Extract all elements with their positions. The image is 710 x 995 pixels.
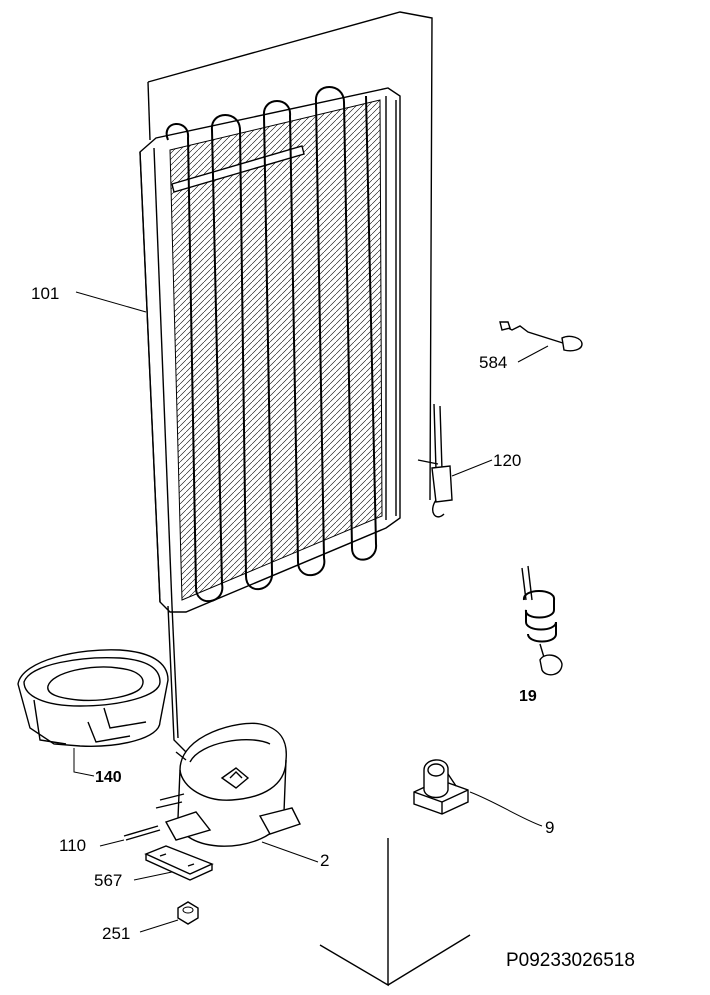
label-9-text: 9 xyxy=(545,818,554,837)
thermostat-120: 120 xyxy=(417,403,521,518)
condenser xyxy=(139,86,401,753)
bracket-567: 567 xyxy=(94,845,214,890)
tube-110: 110 xyxy=(59,825,161,855)
label-110-text: 110 xyxy=(59,836,86,855)
label-140-text: 140 xyxy=(95,769,122,786)
label-2-text: 2 xyxy=(320,851,329,870)
cabinet-outline xyxy=(147,11,471,987)
heater-19: 19 xyxy=(519,565,563,705)
clip-9: 9 xyxy=(413,759,554,837)
compressor-2: 2 xyxy=(155,722,329,870)
label-101: 101 xyxy=(31,284,147,313)
label-19-text: 19 xyxy=(519,688,537,705)
drip-tray-140: 140 xyxy=(17,649,169,786)
diagram-code: P09233026518 xyxy=(506,950,635,971)
label-101-text: 101 xyxy=(31,284,59,303)
label-120-text: 120 xyxy=(493,451,521,470)
label-251-text: 251 xyxy=(102,924,130,943)
nut-251: 251 xyxy=(102,901,199,943)
label-584-text: 584 xyxy=(479,353,507,372)
cable-584: 584 xyxy=(479,321,583,372)
label-567-text: 567 xyxy=(94,871,122,890)
